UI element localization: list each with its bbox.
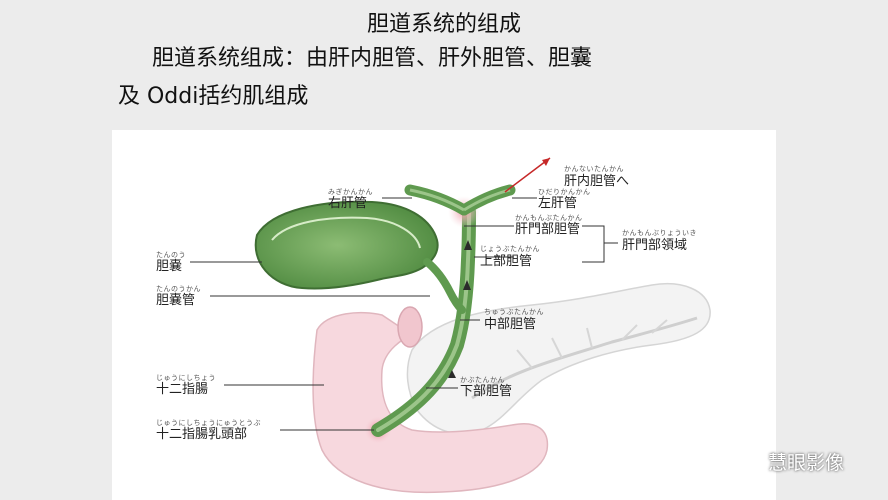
cystic-duct <box>423 258 466 314</box>
label-upper-duct-ruby: じょうぶたんかん <box>480 245 540 253</box>
label-lower-duct-ruby: かぶたんかん <box>460 376 505 384</box>
label-papilla: 十二指腸乳頭部 <box>156 427 248 442</box>
slide-body-line-2: 及 Oddi括约肌组成 <box>118 84 309 109</box>
label-cystic-duct-ruby: たんのうかん <box>156 285 201 293</box>
biliary-anatomy-illustration <box>190 157 711 494</box>
label-duodenum: 十二指腸 <box>156 382 209 397</box>
label-lower-duct: 下部胆管 <box>460 384 513 399</box>
label-duodenum-ruby: じゅうにしちょう <box>156 374 216 382</box>
label-upper-duct: 上部胆管 <box>480 254 533 269</box>
label-middle-duct: 中部胆管 <box>484 317 537 332</box>
label-hilar-duct: 肝門部胆管 <box>515 222 581 237</box>
label-hilar-region: 肝門部領域 <box>622 238 688 253</box>
intrahepatic-arrow <box>504 157 551 193</box>
wechat-icon <box>733 450 761 471</box>
label-hilar-duct-ruby: かんもんぶたんかん <box>515 214 583 222</box>
label-middle-duct-ruby: ちゅうぶたんかん <box>484 308 544 316</box>
label-intrahepatic-ruby: かんないたんかん <box>564 165 624 173</box>
anatomy-diagram-panel: かんないたんかん 肝内胆管へ みぎかんかん 右肝管 ひだりかんかん 左肝管 かん… <box>112 130 776 500</box>
gallbladder-shape <box>254 200 439 290</box>
label-right-hepatic-duct: 右肝管 <box>328 196 368 211</box>
label-left-hepatic-duct: 左肝管 <box>538 196 578 211</box>
pancreatic-duct <box>471 316 698 400</box>
label-intrahepatic-duct: 肝内胆管へ <box>564 174 630 189</box>
duodenum-opening <box>397 306 423 348</box>
label-gallbladder-ruby: たんのう <box>156 251 186 259</box>
label-hilar-region-ruby: かんもんぶりょういき <box>622 229 697 237</box>
label-cystic-duct: 胆嚢管 <box>156 293 196 308</box>
slide-title: 胆道系统的组成 <box>366 12 521 37</box>
label-left-hepatic-ruby: ひだりかんかん <box>538 188 591 196</box>
label-papilla-ruby: じゅうにしちょうにゅうとうぶ <box>156 419 261 427</box>
watermark-text: 慧眼影像 <box>768 451 845 474</box>
label-gallbladder: 胆嚢 <box>156 259 183 274</box>
duodenum-shape <box>312 311 549 494</box>
label-right-hepatic-ruby: みぎかんかん <box>328 188 373 196</box>
slide-body-line-1: 胆道系统组成：由肝内胆管、肝外胆管、胆囊 <box>152 46 593 71</box>
watermark: 慧眼影像 <box>732 448 844 474</box>
